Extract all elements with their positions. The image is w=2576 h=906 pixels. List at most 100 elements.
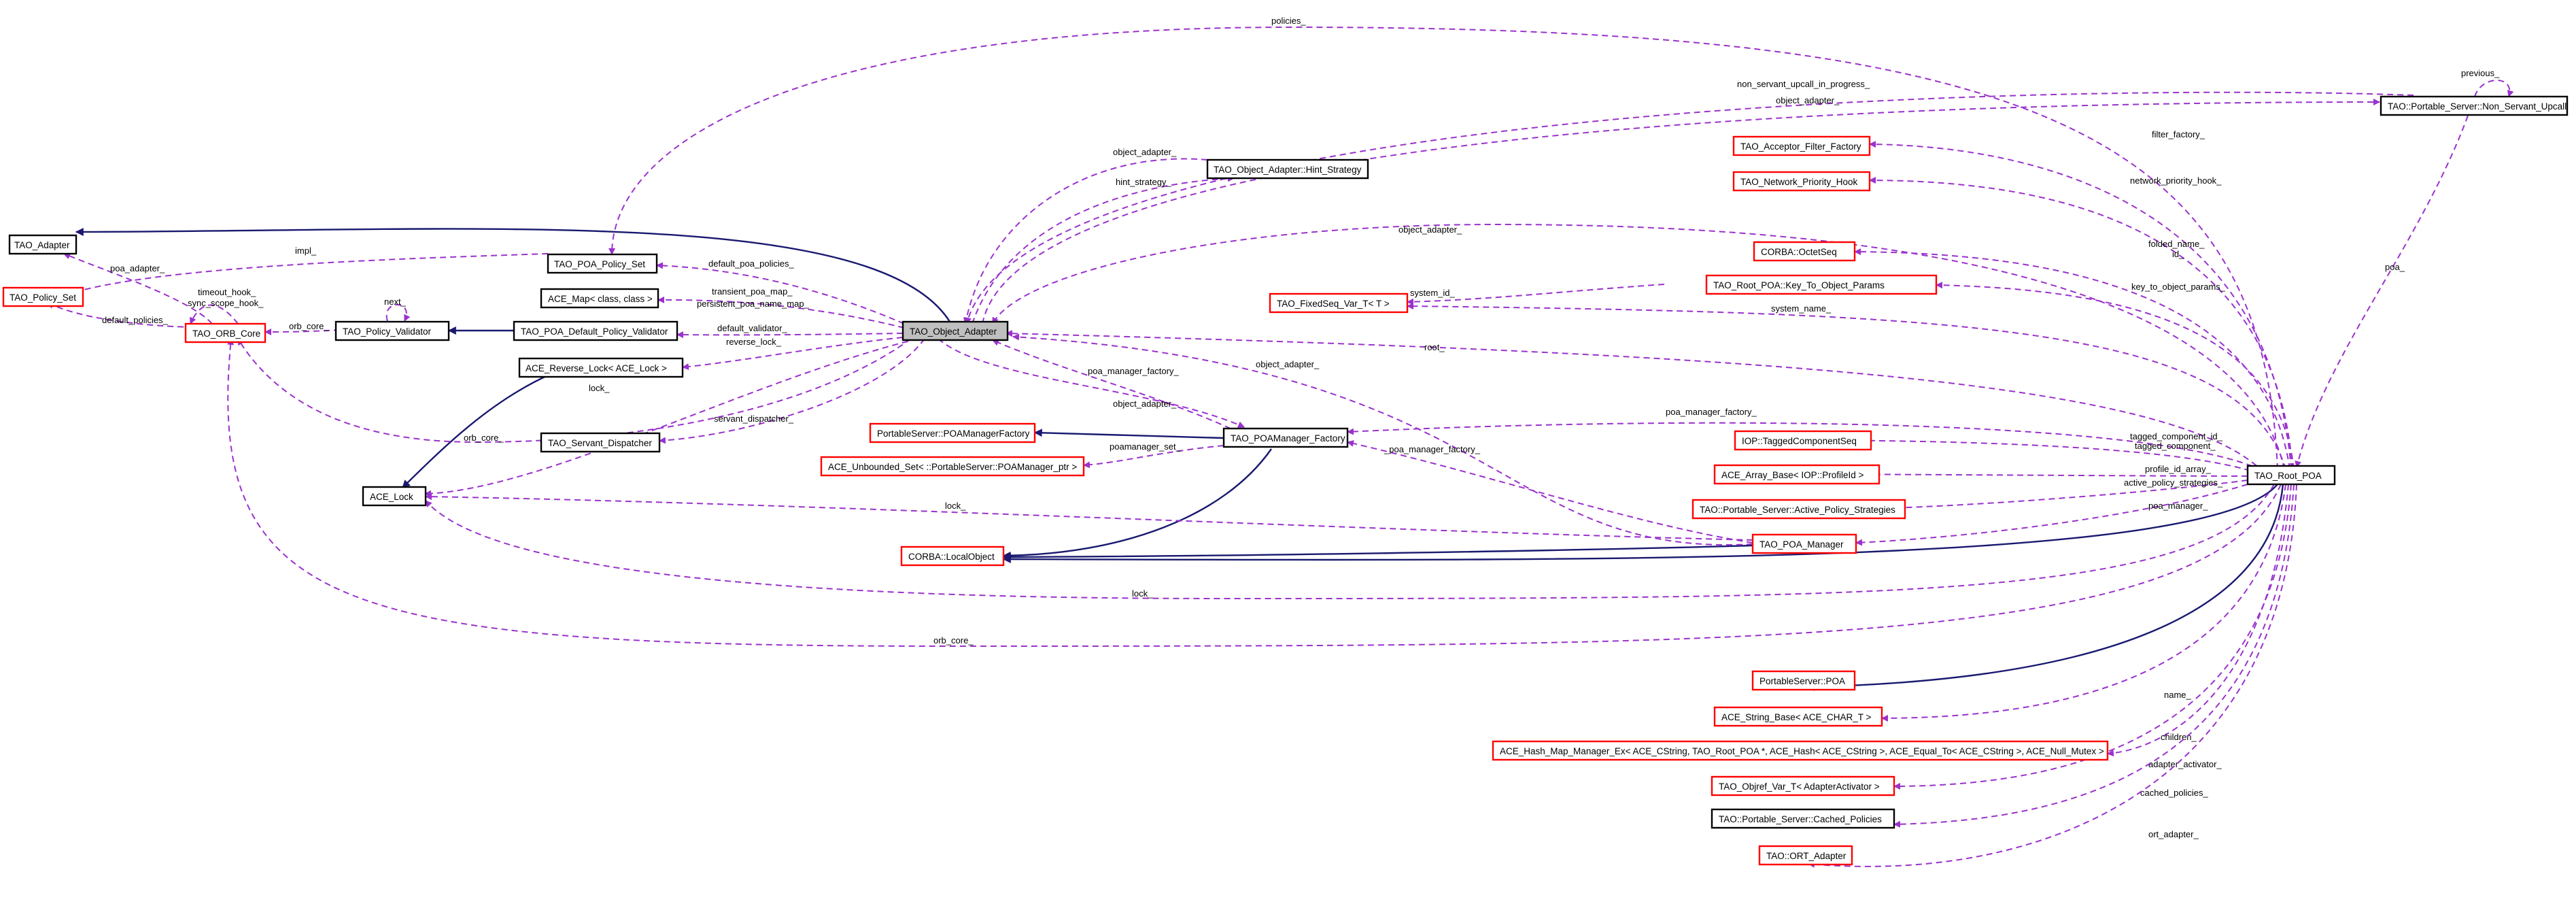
node-tao-poa-policy-set[interactable]: TAO_POA_Policy_Set	[547, 253, 658, 274]
edge-next: next_	[384, 297, 411, 322]
svg-text:object_adapter_: object_adapter_	[1398, 224, 1462, 235]
node-tao-object-adapter[interactable]: TAO_Object_Adapter	[901, 320, 1009, 341]
svg-text:TAO::ORT_Adapter: TAO::ORT_Adapter	[1766, 851, 1847, 861]
node-tao-poamanager-factory[interactable]: TAO_POAManager_Factory	[1222, 427, 1349, 448]
edge-object-adapter-pm: object_adapter_	[1012, 333, 1753, 546]
edge-transient-poa-map: transient_poa_map_ persistent_poa_name_ma…	[657, 286, 905, 329]
node-ace-string-base[interactable]: ACE_String_Base< ACE_CHAR_T >	[1713, 706, 1883, 727]
edge-poamanager-factory-to-localobject	[1002, 448, 1272, 560]
svg-text:persistent_poa_name_map_: persistent_poa_name_map_	[697, 299, 810, 309]
node-tao-servant-dispatcher[interactable]: TAO_Servant_Dispatcher	[540, 432, 661, 453]
edge-non-servant-upcall-in-progress: non_servant_upcall_in_progress_	[965, 79, 2414, 324]
edge-system-name: system_name_	[1407, 303, 2286, 470]
node-tao-acceptor-filter-factory[interactable]: TAO_Acceptor_Filter_Factory	[1732, 135, 1871, 156]
svg-text:IOP::TaggedComponentSeq: IOP::TaggedComponentSeq	[1742, 436, 1857, 446]
svg-text:default_poa_policies_: default_poa_policies_	[708, 258, 795, 269]
edge-poa-adapter: poa_adapter_	[63, 252, 213, 324]
node-tao-poa-default-policy-validator[interactable]: TAO_POA_Default_Policy_Validator	[513, 320, 679, 341]
node-key-to-object-params[interactable]: TAO_Root_POA::Key_To_Object_Params	[1705, 274, 1938, 295]
node-portableserver-poa[interactable]: PortableServer::POA	[1751, 670, 1856, 691]
svg-text:lock_: lock_	[589, 383, 610, 393]
node-tao-objref-var[interactable]: TAO_Objref_Var_T< AdapterActivator >	[1711, 775, 1895, 796]
edge-cached-policies: cached_policies_	[1893, 484, 2295, 828]
svg-text:profile_id_array_: profile_id_array_	[2145, 464, 2212, 474]
svg-text:CORBA::OctetSeq: CORBA::OctetSeq	[1761, 247, 1837, 257]
svg-text:active_policy_strategies_: active_policy_strategies_	[2124, 477, 2223, 488]
edge-lock-top: lock_	[424, 338, 918, 497]
svg-text:policies_: policies_	[1271, 16, 1306, 26]
svg-text:TAO::Portable_Server::Active_P: TAO::Portable_Server::Active_Policy_Stra…	[1700, 505, 1895, 515]
svg-text:ACE_String_Base< ACE_CHAR_T >: ACE_String_Base< ACE_CHAR_T >	[1721, 712, 1871, 722]
edge-lock-mid: lock_	[425, 493, 1753, 541]
svg-text:poa_manager_: poa_manager_	[2148, 501, 2208, 511]
node-tao-network-priority-hook[interactable]: TAO_Network_Priority_Hook	[1732, 171, 1871, 192]
node-ace-lock[interactable]: ACE_Lock	[362, 486, 427, 507]
svg-text:non_servant_upcall_in_progress: non_servant_upcall_in_progress_	[1737, 79, 1870, 89]
edge-folded-name: folded_name_id_	[1854, 239, 2290, 470]
node-corba-octetseq[interactable]: CORBA::OctetSeq	[1753, 241, 1856, 262]
node-ace-map[interactable]: ACE_Map< class, class >	[540, 288, 659, 309]
svg-text:object_adapter_: object_adapter_	[1113, 399, 1177, 409]
edge-root-poa-to-portableserver-poa	[1806, 484, 2284, 691]
node-tao-policy-validator[interactable]: TAO_Policy_Validator	[334, 320, 450, 341]
svg-text:TAO_POA_Manager: TAO_POA_Manager	[1759, 539, 1844, 550]
svg-text:lock_: lock_	[945, 501, 966, 511]
node-cached-policies[interactable]: TAO::Portable_Server::Cached_Policies	[1711, 808, 1895, 829]
node-tao-root-poa[interactable]: TAO_Root_POA	[2246, 465, 2336, 486]
svg-text:system_name_: system_name_	[1771, 303, 1832, 314]
node-tao-ort-adapter[interactable]: TAO::ORT_Adapter	[1758, 845, 1853, 866]
svg-text:transient_poa_map_: transient_poa_map_	[712, 286, 793, 297]
node-ace-unbounded-set[interactable]: ACE_Unbounded_Set< ::PortableServer::POA…	[820, 456, 1085, 477]
edge-impl: impl_	[73, 246, 549, 295]
node-tao-fixedseq-var[interactable]: TAO_FixedSeq_Var_T< T >	[1269, 292, 1409, 314]
svg-text:object_adapter_: object_adapter_	[1776, 95, 1840, 105]
node-non-servant-upcall[interactable]: TAO::Portable_Server::Non_Servant_Upcall	[2380, 95, 2569, 116]
node-tao-poa-manager[interactable]: TAO_POA_Manager	[1751, 533, 1857, 554]
svg-text:PortableServer::POAManagerFact: PortableServer::POAManagerFactory	[877, 429, 1030, 439]
svg-text:sync_scope_hook_: sync_scope_hook_	[188, 298, 264, 308]
svg-text:root_: root_	[1424, 342, 1445, 352]
svg-text:adapter_activator_: adapter_activator_	[2148, 759, 2222, 769]
edge-reverse-lock-to-lock	[402, 373, 551, 488]
svg-text:object_adapter_: object_adapter_	[1256, 359, 1320, 369]
node-corba-localobject[interactable]: CORBA::LocalObject	[900, 546, 1005, 567]
edge-poamanager-factory-to-ps-factory	[1033, 429, 1224, 439]
edge-object-adapter-fac: object_adapter_	[992, 339, 1231, 429]
node-tao-orb-core[interactable]: TAO_ORB_Core	[184, 322, 267, 343]
edge-default-validator: default_validator_	[676, 323, 904, 339]
edge-poa: poa_	[2295, 115, 2469, 468]
svg-text:orb_core_: orb_core_	[289, 321, 329, 331]
edge-adapter-activator: adapter_activator_	[1893, 484, 2292, 790]
svg-text:TAO_Root_POA: TAO_Root_POA	[2254, 471, 2322, 481]
svg-text:system_id_: system_id_	[1410, 288, 1456, 298]
svg-text:poa_manager_factory_: poa_manager_factory_	[1088, 366, 1179, 376]
svg-text:previous_: previous_	[2461, 68, 2500, 78]
edge-reverse-lock: reverse_lock_	[682, 337, 904, 371]
svg-text:id_: id_	[2172, 249, 2184, 259]
edge-orb-core-left: orb_core_	[264, 321, 341, 335]
svg-text:network_priority_hook_: network_priority_hook_	[2130, 175, 2222, 186]
edge-children: children_	[2107, 484, 2289, 757]
node-ace-hash-map-manager[interactable]: ACE_Hash_Map_Manager_Ex< ACE_CString, TA…	[1492, 740, 2109, 761]
node-ace-reverse-lock[interactable]: ACE_Reverse_Lock< ACE_Lock >	[518, 357, 684, 378]
svg-text:TAO_Servant_Dispatcher: TAO_Servant_Dispatcher	[548, 438, 652, 448]
edge-object-adapter-mid: object_adapter_	[992, 223, 2285, 470]
edge-network-priority-hook: network_priority_hook_	[1869, 175, 2293, 470]
svg-text:poamanager_set_: poamanager_set_	[1110, 441, 1182, 452]
svg-text:ACE_Hash_Map_Manager_Ex< ACE_C: ACE_Hash_Map_Manager_Ex< ACE_CString, TA…	[1500, 746, 2104, 756]
svg-text:TAO_Root_POA::Key_To_Object_Pa: TAO_Root_POA::Key_To_Object_Params	[1713, 280, 1885, 290]
svg-text:ort_adapter_: ort_adapter_	[2148, 829, 2199, 839]
svg-text:poa_: poa_	[2385, 262, 2405, 272]
node-portableserver-poamanagerfactory[interactable]: PortableServer::POAManagerFactory	[869, 422, 1036, 443]
node-ace-array-base[interactable]: ACE_Array_Base< IOP::ProfileId >	[1713, 464, 1881, 485]
svg-text:ACE_Lock: ACE_Lock	[370, 492, 413, 502]
svg-text:TAO_POA_Policy_Set: TAO_POA_Policy_Set	[554, 259, 645, 269]
svg-text:poa_manager_factory_: poa_manager_factory_	[1666, 407, 1757, 417]
node-iop-taggedcomponentseq[interactable]: IOP::TaggedComponentSeq	[1734, 430, 1872, 451]
node-active-policy-strategies[interactable]: TAO::Portable_Server::Active_Policy_Stra…	[1691, 499, 1906, 520]
edge-policies: policies_	[608, 16, 2278, 470]
node-hint-strategy[interactable]: TAO_Object_Adapter::Hint_Strategy	[1206, 158, 1369, 180]
node-tao-policy-set[interactable]: TAO_Policy_Set	[2, 286, 84, 307]
node-tao-adapter[interactable]: TAO_Adapter	[8, 234, 78, 255]
